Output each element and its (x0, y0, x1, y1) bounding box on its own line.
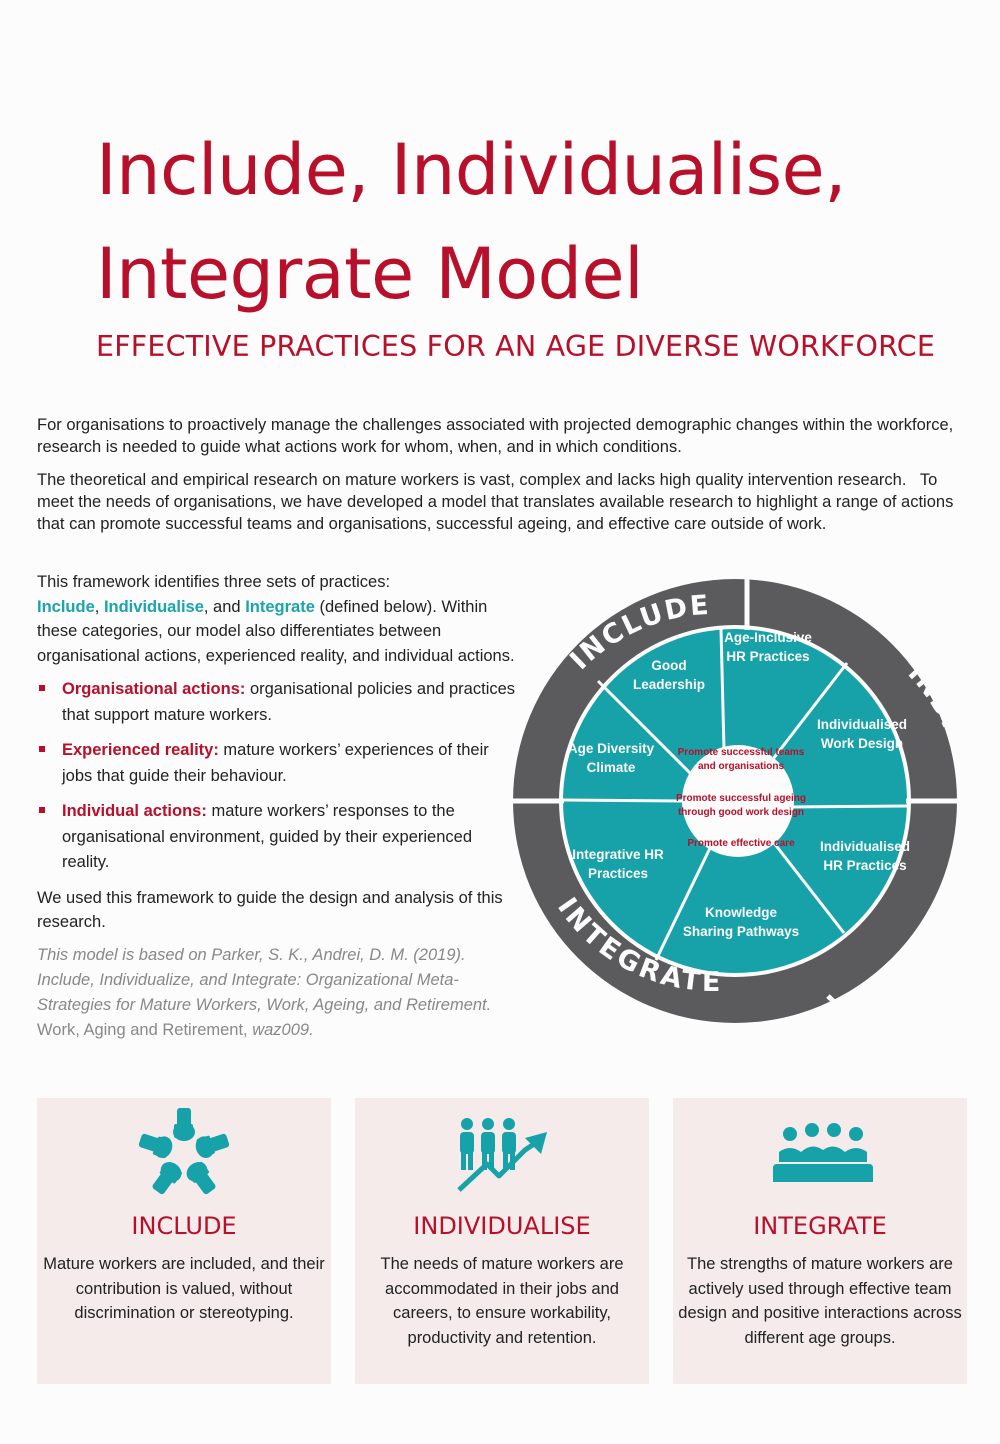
title-line-1: Include, Individualise, (96, 129, 846, 211)
framework-section: This framework identifies three sets of … (37, 570, 517, 1043)
hands-circle-icon (136, 1108, 232, 1198)
card-individualise: INDIVIDUALISE The needs of mature worker… (355, 1098, 649, 1384)
practice-cards: INCLUDE Mature workers are included, and… (37, 1098, 967, 1384)
card-title-individualise: INDIVIDUALISE (413, 1212, 591, 1240)
team-group-icon (773, 1123, 873, 1182)
intro-section: For organisations to proactively manage … (37, 414, 962, 546)
bullet-icon (39, 746, 45, 752)
bullet-icon (39, 685, 45, 691)
people-growth-arrow-icon (457, 1118, 547, 1192)
framework-description: This framework identifies three sets of … (37, 573, 515, 665)
bullet-icon (39, 807, 45, 813)
title-line-2: Integrate Model (96, 233, 644, 315)
actions-list: Organisational actions: organisational p… (37, 677, 517, 876)
page-title: Include, Individualise, Integrate Model (96, 118, 986, 326)
center-circle (682, 745, 794, 857)
model-diagram: INCLUDE INDIVIDUALISE INTEGRATE Age-Incl… (512, 578, 960, 1024)
segment-dividers (562, 628, 908, 961)
page-subtitle: EFFECTIVE PRACTICES FOR AN AGE DIVERSE W… (96, 330, 936, 363)
card-desc-individualise: The needs of mature workers are accommod… (380, 1255, 624, 1347)
card-include: INCLUDE Mature workers are included, and… (37, 1098, 331, 1384)
outcome-ageing-line-2: through good work design (678, 807, 804, 818)
list-item: Individual actions: mature workers’ resp… (37, 799, 517, 876)
framework-usage-note: We used this framework to guide the desi… (37, 888, 503, 932)
card-integrate: INTEGRATE The strengths of mature worker… (673, 1098, 967, 1384)
card-title-include: INCLUDE (131, 1212, 237, 1240)
outcome-teams-line-2: and organisations (698, 761, 785, 772)
list-item: Organisational actions: organisational p… (37, 677, 517, 728)
ring-dividers (512, 578, 959, 1024)
integrate-term: Integrate (245, 597, 315, 616)
citation: This model is based on Parker, S. K., An… (37, 945, 492, 1039)
card-title-integrate: INTEGRATE (753, 1212, 887, 1240)
intro-paragraph-2: The theoretical and empirical research o… (37, 471, 958, 533)
card-desc-integrate: The strengths of mature workers are acti… (678, 1255, 962, 1347)
include-term: Include (37, 597, 95, 616)
intro-paragraph-1: For organisations to proactively manage … (37, 416, 954, 456)
outcome-care: Promote effective care (687, 838, 795, 849)
outcome-teams-line-1: Promote successful teams (678, 747, 805, 758)
individualise-term: Individualise (103, 597, 204, 616)
outcome-ageing-line-1: Promote successful ageing (676, 793, 806, 804)
card-desc-include: Mature workers are included, and their c… (43, 1255, 325, 1322)
list-item: Experienced reality: mature workers’ exp… (37, 738, 517, 789)
